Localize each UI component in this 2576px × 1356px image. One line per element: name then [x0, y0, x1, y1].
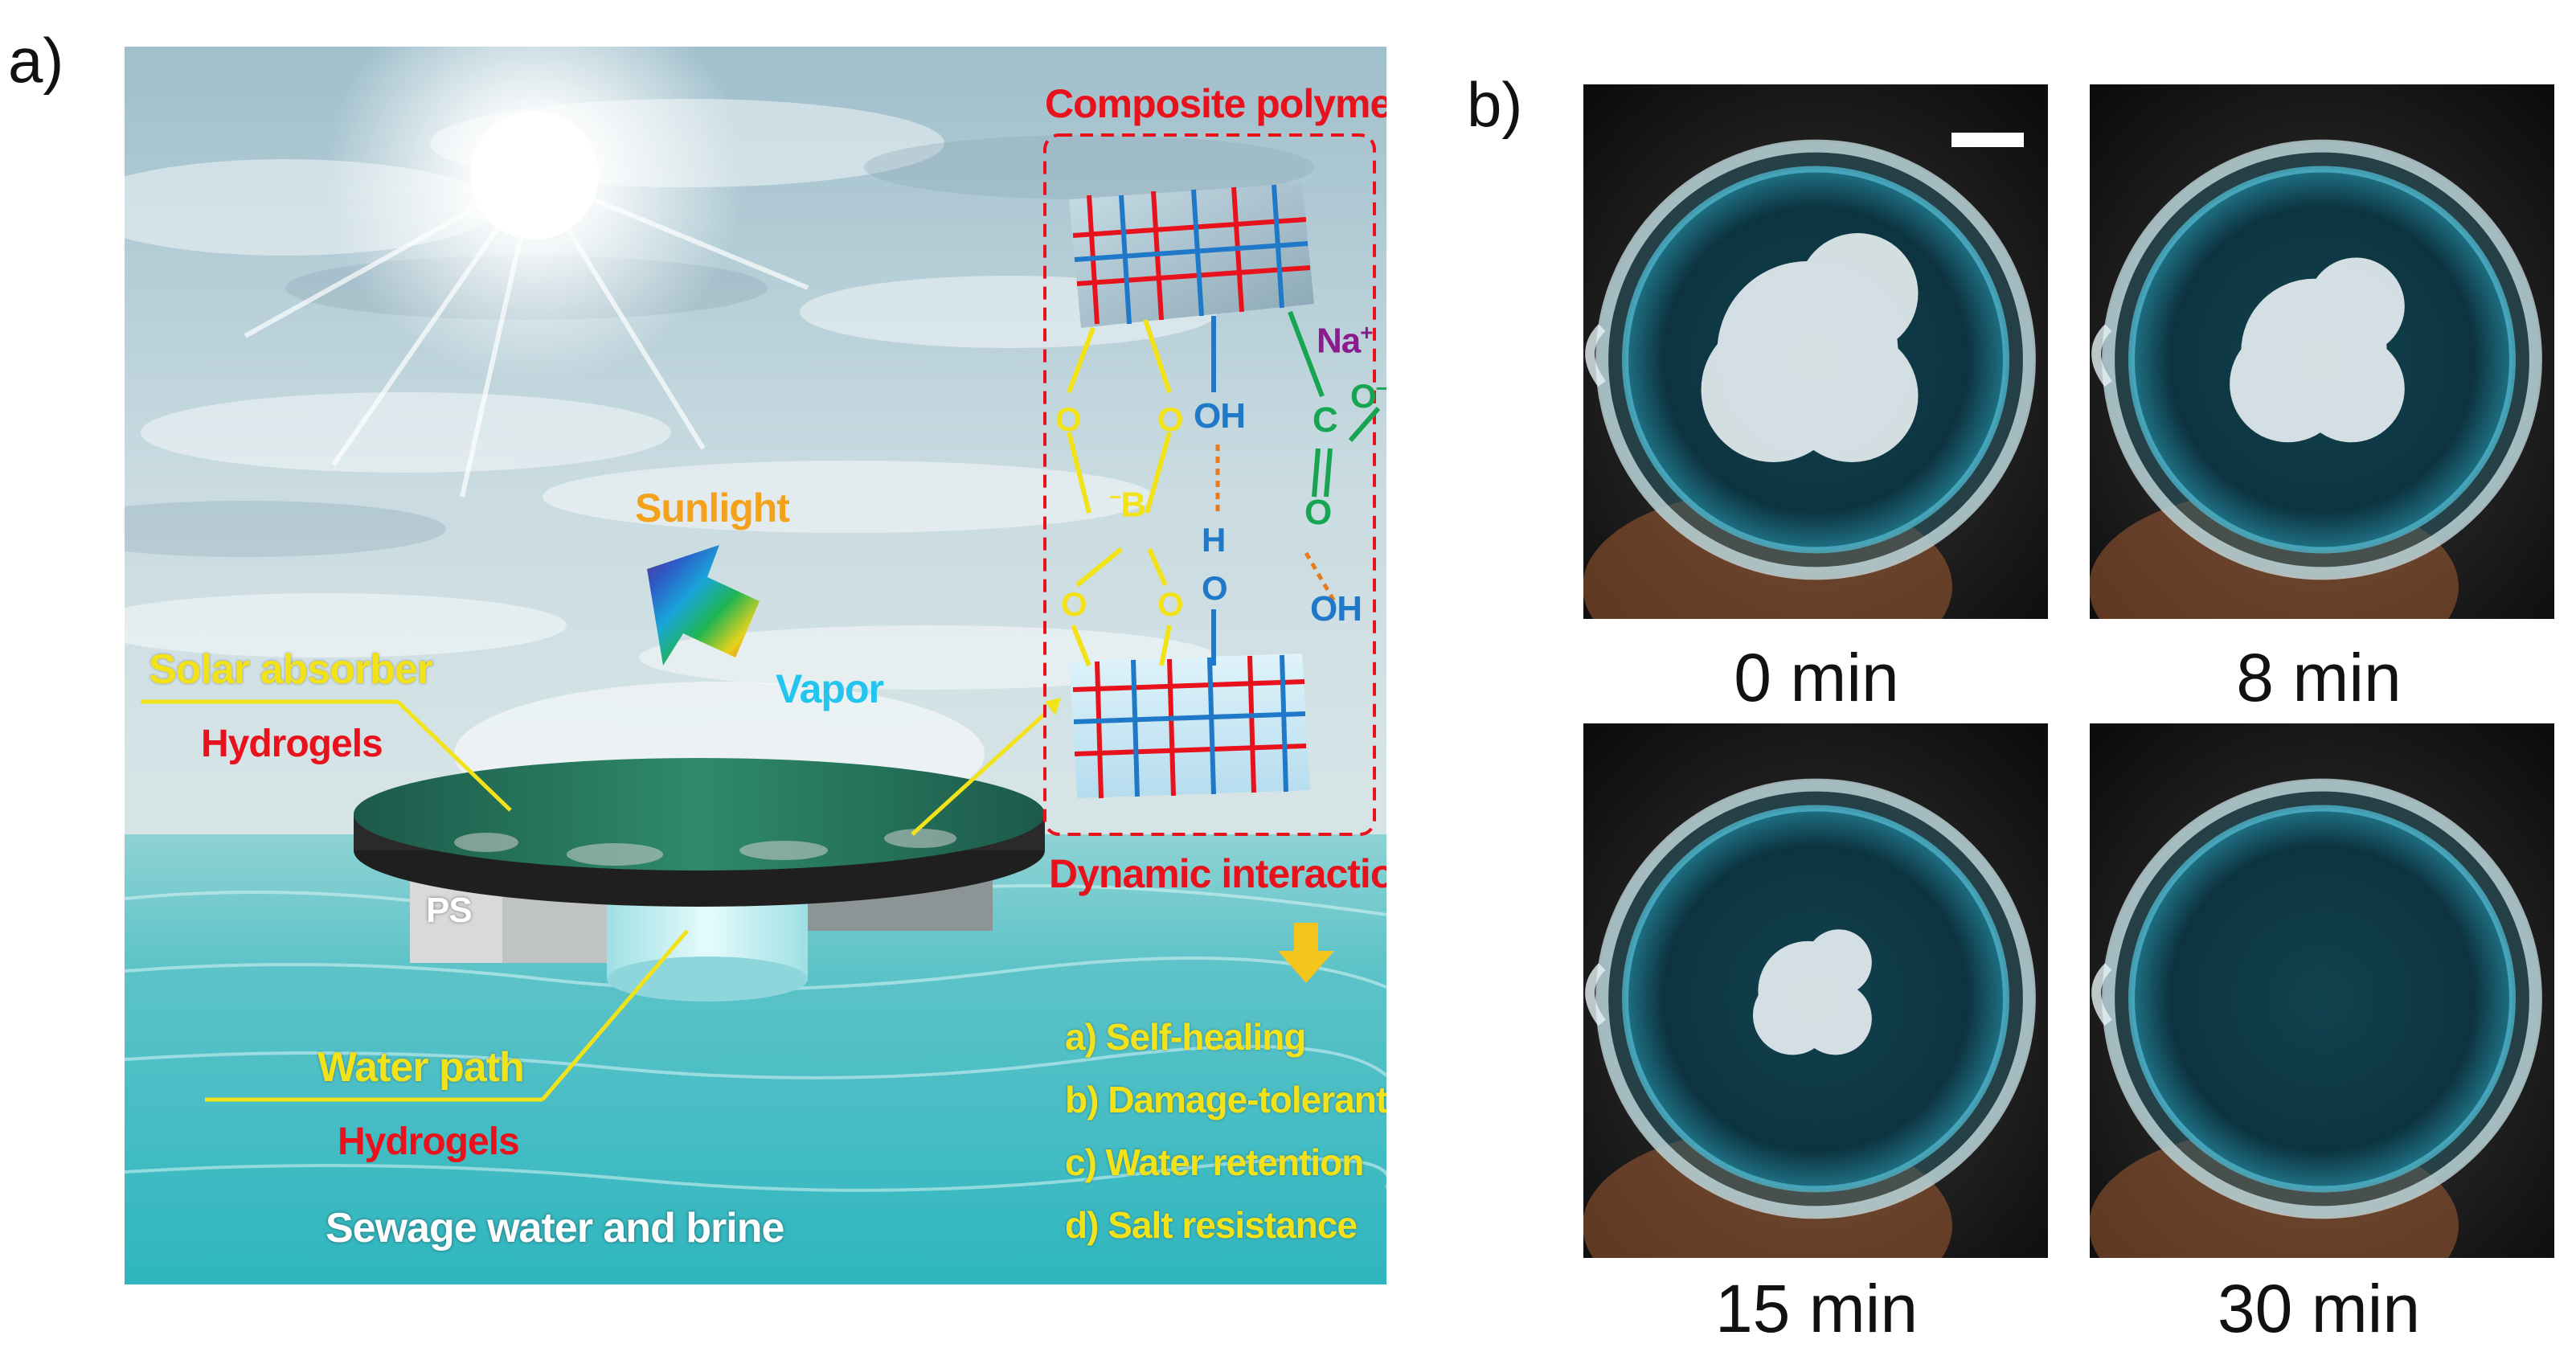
scale-bar	[1951, 133, 2024, 147]
beaker-photo	[1583, 84, 2048, 619]
oxygen-mid-label: O	[1202, 569, 1228, 607]
water-path-label: Water path	[317, 1044, 525, 1091]
ps-label: PS	[426, 891, 473, 930]
panel-a-letter: a)	[8, 25, 64, 96]
beaker-photo	[2090, 723, 2554, 1258]
vapor-label: Vapor	[776, 666, 884, 711]
composite-polymers-label: Composite polymers	[1045, 81, 1386, 126]
borate-o4-label: O	[1157, 585, 1184, 623]
property-item: b) Damage-tolerant	[1065, 1079, 1386, 1120]
properties-list: a) Self-healing b) Damage-tolerant c) Wa…	[1065, 1015, 1386, 1266]
hydrogels-bottom-label: Hydrogels	[338, 1120, 520, 1163]
sunlight-label: Sunlight	[635, 485, 790, 531]
carboxyl-c-label: C	[1313, 400, 1338, 440]
dissolving-gel	[1701, 233, 1919, 462]
carboxylate-o-label: O−	[1350, 376, 1386, 415]
boron-label: −B	[1109, 485, 1146, 525]
property-item: d) Salt resistance	[1065, 1204, 1358, 1246]
borate-o1-label: O	[1055, 400, 1082, 438]
borate-o2-label: O	[1157, 400, 1184, 438]
beaker-photo	[1583, 723, 2048, 1258]
hydrogen-label: H	[1202, 521, 1226, 559]
time-label: 8 min	[2236, 640, 2402, 715]
sodium-ion-label: Na+	[1317, 320, 1374, 361]
carbonyl-o-label: O	[1304, 493, 1332, 532]
panel-b-letter: b)	[1467, 69, 1523, 140]
hydroxyl-right-label: OH	[1310, 589, 1362, 629]
scene-background	[125, 47, 1386, 1284]
time-label: 30 min	[2217, 1271, 2421, 1346]
time-label: 15 min	[1714, 1271, 1919, 1346]
sewage-label: Sewage water and brine	[326, 1205, 784, 1252]
dissolving-gel	[2230, 257, 2405, 443]
property-item: a) Self-healing	[1065, 1016, 1306, 1058]
panel-a-illustration: Sunlight Vapor Solar absorber Hydrogels …	[125, 47, 1386, 1284]
beaker-photo	[2090, 84, 2554, 619]
dissolving-gel	[1752, 929, 1872, 1055]
borate-o3-label: O	[1061, 585, 1087, 623]
time-label: 0 min	[1734, 640, 1899, 715]
dynamic-interactions-label: Dynamic interactions	[1049, 851, 1386, 896]
property-item: c) Water retention	[1065, 1141, 1364, 1183]
hydroxyl-top-label: OH	[1194, 396, 1246, 436]
solar-absorber-label: Solar absorber	[149, 646, 433, 693]
hydrogels-top-label: Hydrogels	[201, 723, 383, 765]
